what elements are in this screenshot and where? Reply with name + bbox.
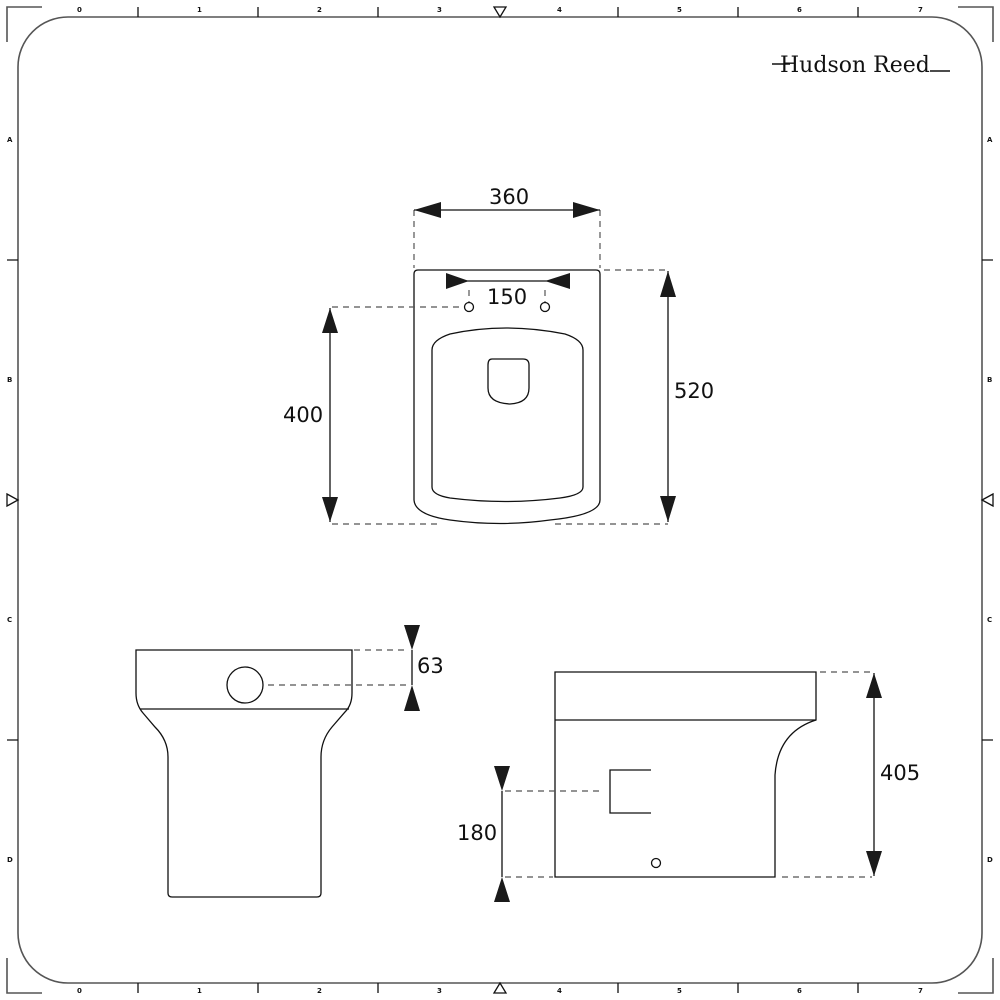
ruler-label: D bbox=[7, 856, 13, 864]
plan-view: 360 150 520 400 bbox=[283, 185, 714, 525]
ruler-label: 0 bbox=[77, 987, 82, 995]
ruler-label: 5 bbox=[677, 987, 682, 995]
ruler-bottom-labels: 0 1 2 3 4 5 6 7 bbox=[77, 987, 923, 995]
ruler-label: 2 bbox=[317, 6, 322, 14]
drawing-frame: 0 1 2 3 4 5 6 7 0 1 2 3 4 5 6 7 A B C D … bbox=[6, 6, 994, 995]
ruler-label: D bbox=[987, 856, 993, 864]
ruler-label: 6 bbox=[797, 987, 802, 995]
ruler-label: 0 bbox=[77, 6, 82, 14]
ruler-label: 4 bbox=[557, 987, 562, 995]
ruler-label: A bbox=[987, 136, 993, 144]
ruler-label: 1 bbox=[197, 6, 202, 14]
front-view: 63 bbox=[135, 625, 444, 898]
dimension-label: 405 bbox=[880, 761, 920, 785]
dimension-label: 520 bbox=[674, 379, 714, 403]
brand-logo: Hudson Reed bbox=[772, 53, 950, 78]
ruler-label: 3 bbox=[437, 6, 442, 14]
logo-text: Hudson Reed bbox=[780, 53, 930, 78]
ruler-left-labels: A B C D bbox=[7, 136, 13, 864]
ruler-label: B bbox=[7, 376, 12, 384]
dimension-label: 360 bbox=[489, 185, 529, 209]
ruler-label: C bbox=[7, 616, 12, 624]
ruler-label: 1 bbox=[197, 987, 202, 995]
ruler-label: 5 bbox=[677, 6, 682, 14]
dimension-label: 180 bbox=[457, 821, 497, 845]
ruler-label: 6 bbox=[797, 6, 802, 14]
dimension-label: 400 bbox=[283, 403, 323, 427]
ruler-label: B bbox=[987, 376, 992, 384]
dimension-label: 63 bbox=[417, 654, 444, 678]
ruler-label: 3 bbox=[437, 987, 442, 995]
ruler-label: C bbox=[987, 616, 992, 624]
dimension-label: 150 bbox=[487, 285, 527, 309]
ruler-right-labels: B A C D bbox=[987, 136, 993, 864]
ruler-label: 7 bbox=[918, 987, 923, 995]
side-view: 405 180 bbox=[457, 671, 920, 902]
ruler-label: 4 bbox=[557, 6, 562, 14]
ruler-label: 7 bbox=[918, 6, 923, 14]
ruler-top-labels: 0 1 2 3 4 5 6 7 bbox=[77, 6, 923, 14]
ruler-label: A bbox=[7, 136, 13, 144]
ruler-label: 2 bbox=[317, 987, 322, 995]
